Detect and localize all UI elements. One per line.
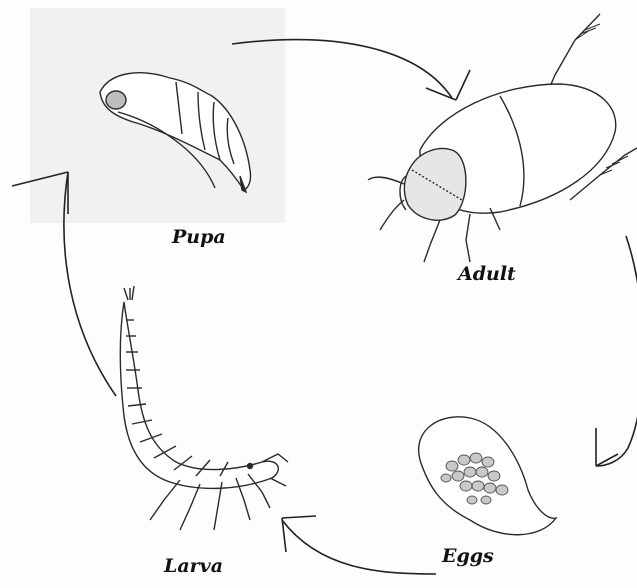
larva-drawing [120, 286, 288, 530]
eggs-label: Eggs [442, 545, 494, 567]
larva-label: Larva [164, 555, 223, 577]
pupa-label: Pupa [172, 226, 226, 248]
adult-drawing [368, 14, 637, 262]
eggs-drawing [419, 417, 556, 535]
arrow-adult-to-eggs [596, 236, 637, 466]
adult-label: Adult [458, 263, 516, 285]
arrow-eggs-to-larva [282, 520, 436, 574]
